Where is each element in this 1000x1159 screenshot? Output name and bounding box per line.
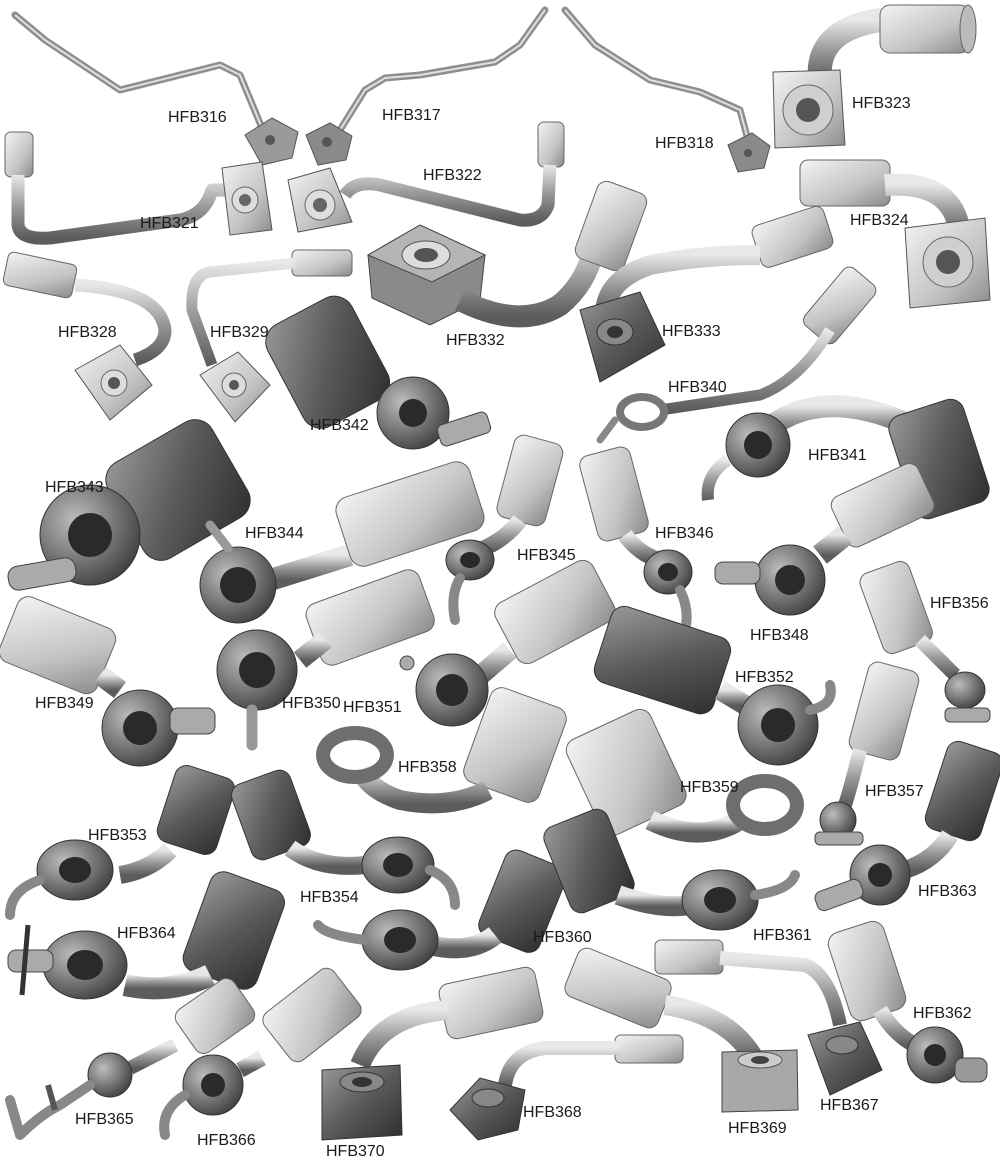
fitting-hfb323 (772, 4, 977, 149)
fitting-hfb358 (316, 687, 567, 814)
fitting-hfb364 (7, 871, 285, 1000)
label-hfb364: HFB364 (117, 925, 176, 942)
label-hfb365: HFB365 (75, 1111, 134, 1128)
label-hfb362: HFB362 (913, 1005, 972, 1022)
fitting-hfb351 (399, 559, 616, 727)
fitting-hfb368 (449, 1034, 684, 1141)
fitting-hfb363 (814, 740, 1000, 912)
label-hfb323: HFB323 (852, 95, 911, 112)
fitting-hfb350 (216, 569, 435, 751)
label-hfb366: HFB366 (197, 1132, 256, 1149)
fitting-hfb340 (596, 266, 877, 444)
label-hfb343: HFB343 (45, 479, 104, 496)
fitting-hfb342 (265, 295, 492, 450)
fitting-hfb356 (859, 560, 991, 723)
label-hfb359: HFB359 (680, 779, 739, 796)
label-hfb333: HFB333 (662, 323, 721, 340)
fitting-hfb341 (701, 395, 990, 520)
fitting-hfb329 (186, 249, 353, 423)
fitting-hfb352 (593, 605, 836, 766)
fitting-hfb365 (5, 978, 256, 1140)
fitting-hfb359 (565, 708, 804, 843)
fitting-hfb349 (0, 596, 216, 767)
label-hfb340: HFB340 (668, 379, 727, 396)
fitting-hfb321 (4, 131, 273, 245)
fitting-hfb324 (799, 159, 991, 309)
label-hfb368: HFB368 (523, 1104, 582, 1121)
label-hfb318: HFB318 (655, 135, 714, 152)
label-hfb370: HFB370 (326, 1143, 385, 1159)
label-hfb328: HFB328 (58, 324, 117, 341)
label-hfb317: HFB317 (382, 107, 441, 124)
label-hfb349: HFB349 (35, 695, 94, 712)
label-hfb369: HFB369 (728, 1120, 787, 1137)
fitting-hfb322 (287, 121, 565, 233)
label-hfb332: HFB332 (446, 332, 505, 349)
label-hfb353: HFB353 (88, 827, 147, 844)
fitting-hfb333 (579, 205, 834, 383)
label-hfb345: HFB345 (517, 547, 576, 564)
label-hfb344: HFB344 (245, 525, 304, 542)
label-hfb352: HFB352 (735, 669, 794, 686)
label-hfb357: HFB357 (865, 783, 924, 800)
part-labels: HFB316 HFB317 HFB318 HFB323 HFB321 HFB32… (35, 95, 989, 1159)
label-hfb346: HFB346 (655, 525, 714, 542)
fitting-hfb366 (159, 967, 362, 1140)
label-hfb363: HFB363 (918, 883, 977, 900)
label-hfb350: HFB350 (282, 695, 341, 712)
fitting-hfb353 (5, 764, 236, 920)
label-hfb322: HFB322 (423, 167, 482, 184)
fitting-hfb362 (827, 920, 988, 1084)
label-hfb356: HFB356 (930, 595, 989, 612)
fitting-hfb361 (543, 808, 800, 931)
fitting-hfb332 (366, 180, 648, 328)
fitting-hfb316 (11, 11, 299, 166)
label-hfb329: HFB329 (210, 324, 269, 341)
fitting-hfb344 (199, 461, 485, 624)
label-hfb341: HFB341 (808, 447, 867, 464)
label-hfb354: HFB354 (300, 889, 359, 906)
label-hfb360: HFB360 (533, 929, 592, 946)
fitting-hfb360 (313, 849, 567, 971)
label-hfb358: HFB358 (398, 759, 457, 776)
fitting-hfb345 (445, 434, 564, 625)
fitting-hfb328 (2, 251, 172, 421)
fitting-hfb354 (231, 769, 460, 910)
fitting-hfb346 (579, 446, 693, 635)
fitting-hfb348 (714, 463, 935, 616)
label-hfb321: HFB321 (140, 215, 199, 232)
label-hfb316: HFB316 (168, 109, 227, 126)
fitting-hfb357 (814, 661, 920, 846)
fitting-hfb370 (321, 966, 544, 1141)
label-hfb348: HFB348 (750, 627, 809, 644)
label-hfb342: HFB342 (310, 417, 369, 434)
label-hfb351: HFB351 (343, 699, 402, 716)
label-hfb361: HFB361 (753, 927, 812, 944)
label-hfb367: HFB367 (820, 1097, 879, 1114)
fitting-hfb369 (564, 947, 799, 1113)
fitting-hfb318 (561, 6, 771, 173)
fitting-hfb317 (305, 6, 549, 166)
label-hfb324: HFB324 (850, 212, 909, 229)
fitting-hfb367 (654, 939, 883, 1096)
